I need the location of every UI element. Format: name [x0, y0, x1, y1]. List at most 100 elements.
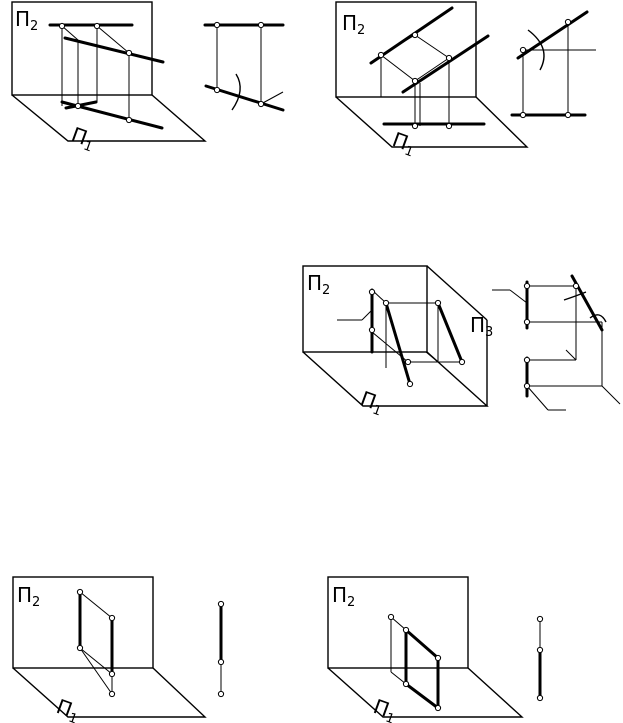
fig1-epure [203, 21, 285, 112]
figure-5: П2 П1 [327, 576, 544, 723]
fig5-label-p1: П1 [369, 694, 400, 723]
fig2-point [411, 122, 419, 130]
fig3-epure-point [523, 282, 531, 290]
fig3-epure-axis [601, 385, 621, 405]
fig1-epure-point [213, 86, 221, 94]
figure-1: П2 П1 [11, 1, 285, 155]
fig3-point [434, 299, 442, 307]
fig5-plane-p2 [327, 576, 469, 669]
fig3-axonometric: П2 П3 П1 [302, 265, 493, 419]
fig3-rotation-arc [589, 314, 607, 323]
fig5-point [402, 626, 410, 634]
fig5-edge-bottom [404, 682, 440, 710]
fig4-label-p2: П2 [17, 583, 40, 610]
fig1-point [58, 22, 66, 30]
fig3-epure-leader [526, 385, 549, 411]
fig3-connector [371, 331, 409, 363]
fig4-epure [217, 600, 225, 698]
fig1-rotation-arc [231, 73, 241, 111]
fig1-connector [61, 25, 79, 41]
fig4-point [108, 614, 116, 622]
fig3-leader [361, 309, 373, 321]
fig2-epure-point [564, 18, 572, 26]
fig2-epure-point [519, 111, 527, 119]
fig3-label-p3: П3 [470, 313, 493, 340]
fig4-point [108, 670, 116, 678]
fig2-point [377, 51, 385, 59]
fig3-point [458, 358, 466, 366]
fig5-edge-top [404, 628, 440, 660]
fig4-plane-p2 [12, 576, 154, 669]
fig3-point [404, 358, 412, 366]
fig5-label-p2: П2 [332, 583, 355, 610]
fig4-point [76, 644, 84, 652]
fig5-epure-point [536, 646, 544, 654]
fig3-plane-p3-top [426, 265, 488, 321]
fig5-point [387, 613, 395, 621]
fig3-point [368, 326, 376, 334]
fig3-edge-slant2 [436, 301, 464, 364]
fig2-point [411, 77, 419, 85]
fig2-connector [380, 34, 416, 56]
fig4-epure-point [217, 690, 225, 698]
fig2-plane-p1 [335, 96, 529, 148]
fig3-point [382, 299, 390, 307]
fig5-axonometric: П2 П1 [327, 576, 524, 723]
fig1-label-p1: П1 [67, 122, 98, 155]
fig3-epure [492, 274, 621, 411]
fig1-connector [96, 25, 130, 54]
figure-2: П2 П1 [335, 1, 596, 160]
fig2-connector [380, 54, 416, 82]
fig1-epure-axis [260, 91, 284, 105]
fig3-epure-point [523, 318, 531, 326]
fig2-point [445, 122, 453, 130]
fig1-epure-point [213, 21, 221, 29]
fig4-label-p1: П1 [52, 694, 83, 723]
fig2-axonometric: П2 П1 [335, 1, 529, 160]
fig2-epure-point [519, 46, 527, 54]
fig2-line-a-p2 [369, 6, 454, 65]
fig3-point [368, 288, 376, 296]
fig5-point [402, 680, 410, 688]
fig4-connector [79, 591, 113, 619]
fig3-epure-point [523, 382, 531, 390]
fig3-epure-point [572, 282, 580, 290]
fig3-epure-leader [509, 289, 528, 304]
fig1-line-a-p1 [64, 100, 98, 110]
fig2-point [445, 54, 453, 62]
figure-3: П2 П3 П1 [302, 265, 621, 419]
fig4-plane-p1 [12, 667, 207, 718]
fig1-plane-p2 [11, 1, 153, 96]
fig3-epure-link [565, 349, 577, 361]
fig4-epure-point [217, 658, 225, 666]
fig3-label-p2: П2 [307, 271, 330, 298]
fig2-connector [414, 57, 450, 82]
fig4-projector [79, 647, 113, 695]
fig1-epure-point [257, 21, 265, 29]
fig1-point [93, 22, 101, 30]
fig4-point [108, 690, 116, 698]
fig5-epure-point [536, 615, 544, 623]
fig1-point [125, 49, 133, 57]
fig1-plane-p1 [11, 94, 207, 142]
fig5-epure [536, 615, 544, 702]
fig5-epure-point [536, 694, 544, 702]
fig1-label-p2: П2 [15, 7, 38, 34]
fig5-point [434, 654, 442, 662]
fig2-plane-p2 [335, 1, 477, 98]
fig4-epure-point [217, 600, 225, 608]
fig4-point [76, 588, 84, 596]
fig3-projector [425, 351, 439, 363]
fig4-connector [79, 647, 113, 675]
fig1-epure-point [257, 100, 265, 108]
fig2-point [411, 31, 419, 39]
fig2-connector [414, 34, 450, 59]
fig5-plane-p1 [327, 667, 524, 718]
fig2-epure [510, 10, 596, 119]
fig2-label-p1: П1 [388, 127, 419, 160]
fig3-plane-p1 [302, 351, 489, 407]
fig3-label-p1: П1 [356, 386, 387, 419]
fig5-connector [390, 616, 407, 631]
fig1-point [125, 116, 133, 124]
